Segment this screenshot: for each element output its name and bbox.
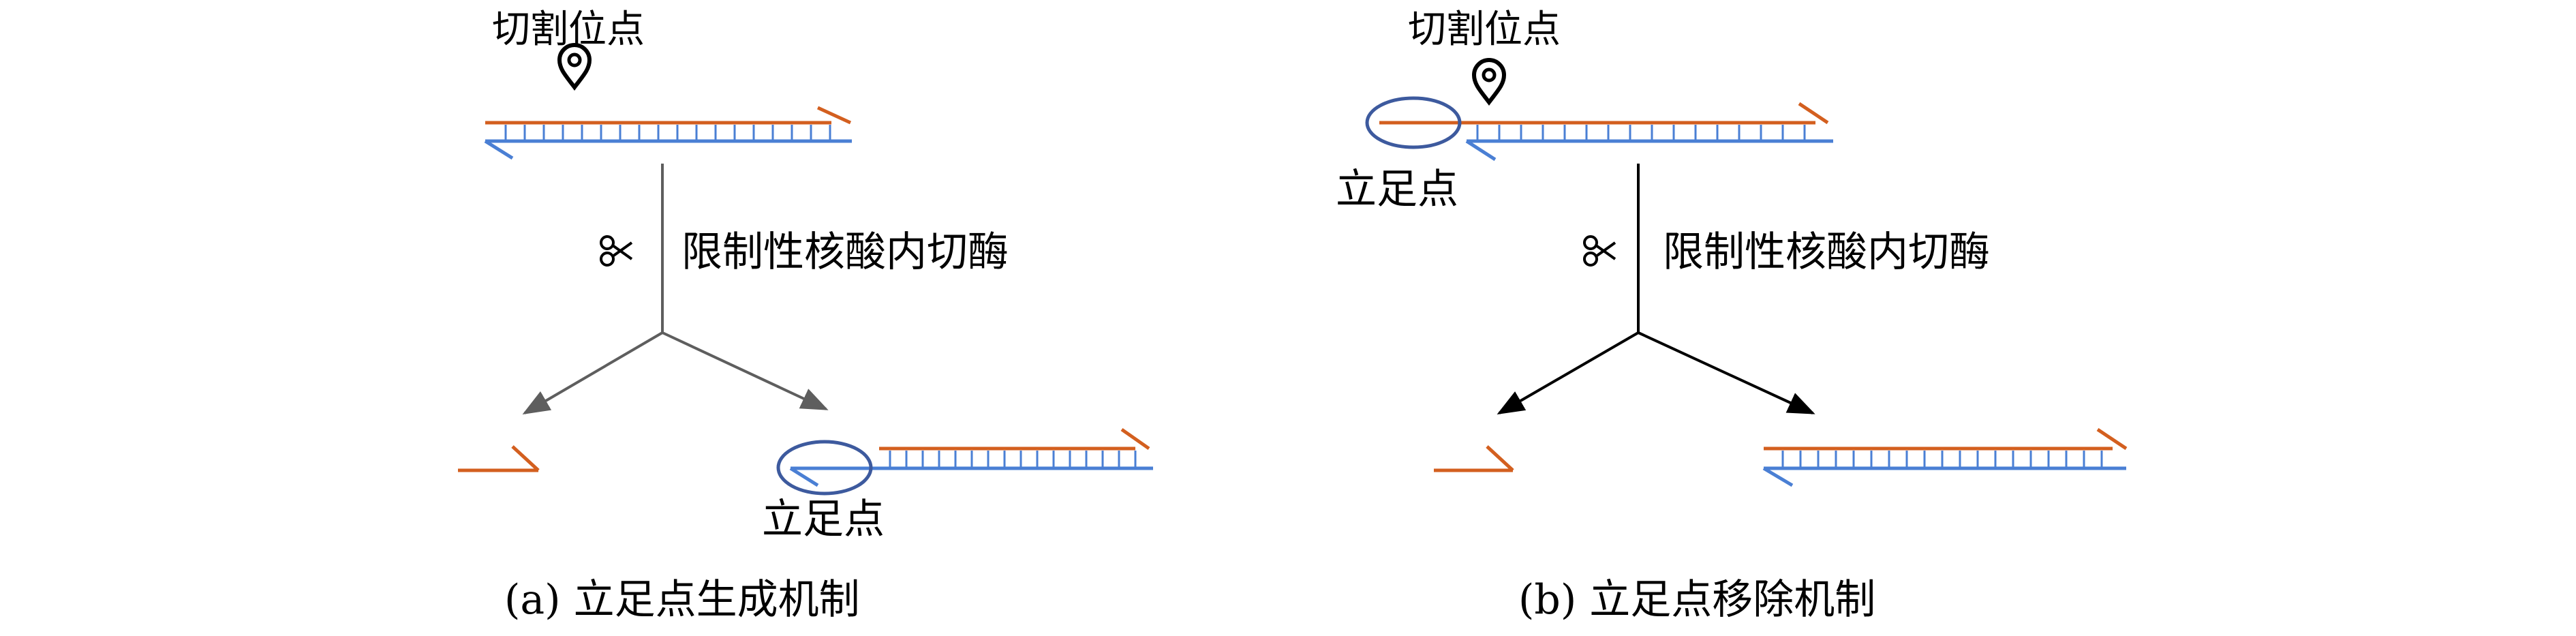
bottom-strand-overhang (1465, 139, 1497, 162)
arrow-right-product (1638, 331, 1815, 414)
map-pin-icon (557, 43, 592, 91)
dna-duplex-original (484, 106, 852, 160)
map-pin-icon (1471, 58, 1507, 106)
scissors-icon (1583, 235, 1616, 267)
dna-duplex-with-toehold (776, 427, 1153, 496)
toehold-label: 立足点 (1336, 166, 1458, 213)
cleaved-fragment (1434, 445, 1514, 472)
top-strand-overhang (1798, 102, 1829, 125)
bottom-strand-overhang (484, 139, 514, 160)
top-strand-overhang (816, 106, 852, 125)
scissors-icon (600, 235, 633, 267)
toehold-circle (776, 440, 873, 496)
toehold-circle (1365, 96, 1462, 149)
dna-duplex-no-toehold (1762, 427, 2128, 487)
enzyme-label: 限制性核酸内切酶 (681, 228, 1009, 276)
cleaved-fragment (458, 445, 540, 472)
enzyme-label: 限制性核酸内切酶 (1663, 228, 1990, 276)
panel-b: 切割位点 立足点 限制性核酸内切酶 (1336, 7, 2128, 624)
top-strand-overhang (2096, 427, 2128, 451)
panel-caption: (a) 立足点生成机制 (504, 576, 860, 624)
panel-a: 切割位点 限制性核酸内切酶 (458, 7, 1153, 624)
toehold-label: 立足点 (762, 496, 885, 543)
panel-caption: (b) 立足点移除机制 (1518, 576, 1875, 624)
arrow-left-product (522, 331, 664, 415)
arrow-right-product (662, 331, 829, 410)
arrow-left-product (1497, 331, 1640, 415)
bottom-strand-toehold (789, 466, 819, 487)
cut-site-label: 切割位点 (1408, 7, 1561, 52)
bottom-strand-overhang (1762, 466, 1794, 487)
top-strand-overhang (1120, 427, 1150, 451)
dna-duplex-with-toehold (1365, 96, 1833, 162)
